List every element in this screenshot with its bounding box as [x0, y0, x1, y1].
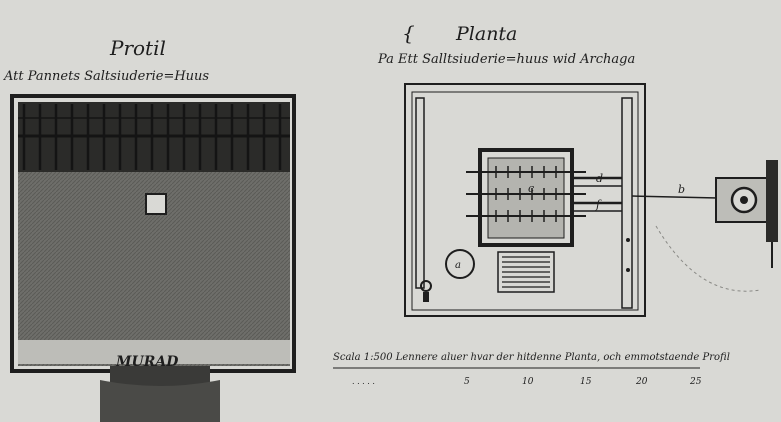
plan-label-f: f: [595, 198, 602, 211]
plan-label-b: b: [678, 183, 685, 196]
profile-title: Protil: [109, 36, 166, 60]
plan-left-channel: [415, 97, 425, 289]
scale-origin-dots: . . . . .: [352, 377, 375, 386]
scale-tick-2: 15: [580, 377, 592, 387]
plan-label-c: c: [528, 182, 534, 195]
profile-subtitle: Att Pannets Saltsiuderie=Huus: [3, 69, 209, 84]
plan-pipe-b: [631, 195, 719, 199]
profile-bottom-label: MURAD: [115, 354, 179, 370]
profile-floor-band: [18, 340, 290, 364]
plan-pan-rods: [466, 166, 586, 222]
plan-inner-wall: [411, 91, 639, 311]
scale-tick-0: 5: [464, 377, 470, 387]
plan-salt-pan: [478, 148, 574, 247]
scale-tick-3: 20: [635, 377, 648, 387]
plan-bracket: {: [402, 21, 415, 45]
plan-label-d: d: [596, 172, 603, 185]
plan-salt-pan-inner: [487, 157, 565, 239]
plan-right-channel: [621, 97, 633, 309]
plan-drawing: { Planta Pa Ett Salltsiuderie=huus wid A…: [377, 21, 778, 317]
plan-grate: [497, 251, 555, 293]
profile-drawing: Protil Att Pannets Saltsiuderie=Huus MUR…: [3, 36, 296, 422]
profile-foundation-shadow: [100, 380, 220, 422]
plan-label-a: a: [455, 260, 461, 271]
plan-pump: [420, 280, 432, 292]
profile-timber-grid: [18, 102, 290, 172]
profile-window: [145, 193, 167, 215]
scale-tick-1: 10: [522, 377, 534, 387]
scale-bar: Scala 1:500 Lennere aluer hvar der hitde…: [333, 352, 730, 387]
plan-wheel-house: [715, 160, 778, 268]
plan-title: Planta: [455, 23, 517, 45]
plan-outer-wall: [404, 83, 646, 317]
plan-well: [445, 249, 475, 279]
scale-text: Scala 1:500 Lennere aluer hvar der hitde…: [333, 352, 730, 363]
plan-subtitle: Pa Ett Salltsiuderie=huus wid Archaga: [377, 52, 635, 67]
scale-tick-4: 25: [689, 377, 702, 387]
